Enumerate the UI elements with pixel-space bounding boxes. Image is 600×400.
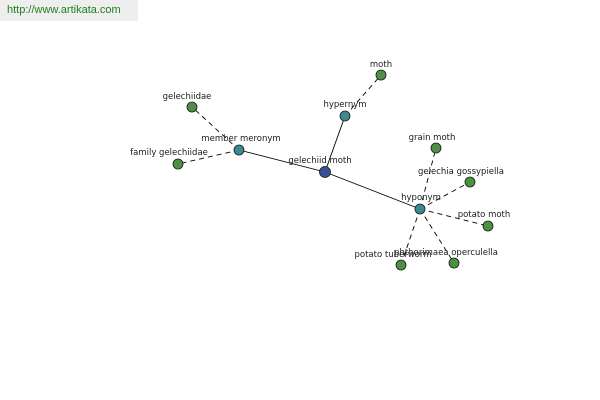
label-potato-tuberworm: potato tuberworm	[355, 250, 432, 260]
edge-member-meronym-family-gelechiidae	[177, 149, 240, 165]
edge-gelechiid-moth-hyponym	[324, 171, 421, 210]
node-member-meronym[interactable]	[233, 144, 245, 156]
watermark-bar: http://www.artikata.com	[0, 0, 138, 21]
edge-hyponym-potato-tuberworm	[400, 208, 421, 266]
node-grain-moth[interactable]	[430, 142, 442, 154]
node-phthorimaea-operculella[interactable]	[448, 257, 460, 269]
label-hypernym: hypernym	[323, 100, 366, 110]
label-moth: moth	[370, 60, 392, 70]
edge-hyponym-potato-moth	[419, 208, 489, 227]
node-gelechiidae[interactable]	[186, 101, 198, 113]
label-gelechiid-moth: gelechiid moth	[288, 156, 351, 166]
watermark-link[interactable]: http://www.artikata.com	[7, 4, 121, 16]
node-potato-moth[interactable]	[482, 220, 494, 232]
label-member-meronym: member meronym	[201, 134, 280, 144]
edges-layer	[177, 74, 489, 266]
label-gelechiidae: gelechiidae	[163, 92, 212, 102]
edge-hyponym-grain-moth	[419, 147, 437, 210]
node-family-gelechiidae[interactable]	[172, 158, 184, 170]
label-family-gelechiidae: family gelechiidae	[130, 148, 208, 158]
edge-hyponym-phthorimaea-operculella	[419, 208, 455, 264]
node-potato-tuberworm[interactable]	[395, 259, 407, 271]
labels-layer: gelechiid moth hypernym member meronym hypo…	[130, 60, 510, 260]
node-moth[interactable]	[375, 69, 387, 81]
label-phthorimaea-operculella: phthorimaea operculella	[394, 248, 498, 258]
node-gelechia-gossypiella[interactable]	[464, 176, 476, 188]
edge-member-meronym-gelechiidae	[191, 106, 240, 151]
edge-hyponym-gelechia-gossypiella	[419, 181, 471, 210]
label-gelechia-gossypiella: gelechia gossypiella	[418, 167, 504, 177]
edge-gelechiid-moth-member-meronym	[238, 149, 326, 173]
nodes-layer	[172, 69, 494, 271]
label-potato-moth: potato moth	[458, 210, 511, 220]
edge-hypernym-moth	[344, 74, 382, 117]
node-hyponym[interactable]	[414, 203, 426, 215]
label-hyponym: hyponym	[401, 193, 441, 203]
node-hypernym[interactable]	[339, 110, 351, 122]
label-grain-moth: grain moth	[409, 133, 456, 143]
node-gelechiid-moth[interactable]	[319, 166, 331, 178]
edge-gelechiid-moth-hypernym	[324, 115, 346, 173]
